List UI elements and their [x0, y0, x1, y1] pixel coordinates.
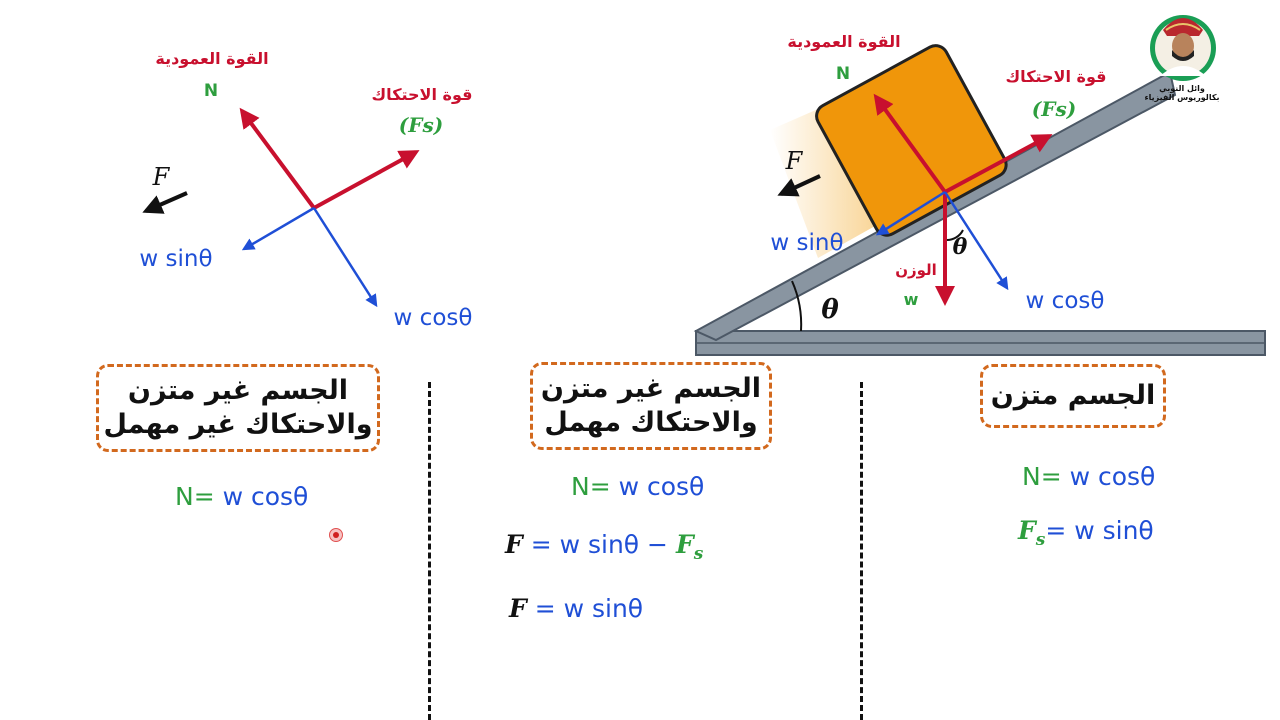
eq-force-frictionless: F = w sinθ — [509, 594, 644, 623]
eq-equilibrium-normal: N= w cosθ — [1022, 462, 1156, 491]
incline-weight-symbol: w — [904, 290, 919, 309]
presenter-name-line1: وائل النوبي — [1159, 84, 1205, 93]
eq-frictionless-normal: N= w cosθ — [571, 472, 705, 501]
left-normal-label-ar: القوة العمودية — [155, 49, 268, 68]
column-divider-left — [428, 382, 431, 720]
incline-friction-arrow — [944, 134, 1053, 194]
case-frictionless-title-line2: والاحتكاك مهمل — [544, 407, 758, 438]
incline-block-angle: θ — [953, 234, 968, 260]
left-friction-label-ar: قوة الاحتكاك — [372, 85, 473, 104]
incline-wcos-arrow — [943, 191, 1009, 291]
incline-force-symbol: F — [785, 147, 804, 175]
block-motion-trail — [770, 95, 900, 258]
left-force-arrow — [142, 191, 188, 214]
incline-base-angle: θ — [821, 295, 839, 325]
incline-force-arrow — [777, 174, 821, 197]
column-divider-right — [860, 382, 863, 720]
left-normal-arrow — [239, 107, 316, 210]
block-angle-arc — [945, 229, 964, 241]
incline-friction-symbol: (Fs) — [1032, 97, 1076, 121]
incline-normal-label-ar: القوة العمودية — [787, 32, 900, 51]
case-nonequilibrium-frictionless-box: الجسم غير متزن والاحتكاك مهمل — [530, 362, 772, 450]
incline-weight-label-ar: الوزن — [895, 261, 937, 279]
presenter-name-line2: بكالوريوس الفيزياء — [1144, 93, 1220, 102]
base-angle-arc — [791, 280, 803, 332]
incline-diagram: القوة العمودية N قوة الاحتكاك (Fs) F w s… — [693, 32, 1266, 356]
eq-force-with-friction: F = w sinθ − Fs — [505, 530, 704, 564]
left-wsin-arrow — [241, 206, 315, 251]
left-wcos-arrow — [312, 207, 378, 308]
case-friction-title-line1: الجسم غير متزن — [127, 375, 349, 406]
left-free-body-diagram: القوة العمودية N قوة الاحتكاك (Fs) F w s… — [139, 49, 472, 331]
left-wsin-label: w sinθ — [139, 246, 212, 272]
incline-normal-arrow — [873, 93, 947, 194]
incline-wsin-arrow — [875, 190, 946, 236]
case-equilibrium-title: الجسم متزن — [990, 380, 1156, 411]
left-friction-symbol: (Fs) — [399, 113, 443, 137]
incline-wsin-label: w sinθ — [770, 230, 843, 256]
case-nonequilibrium-friction-box: الجسم غير متزن والاحتكاك غير مهمل — [96, 364, 380, 452]
incline-normal-symbol: N — [836, 64, 850, 84]
left-force-symbol: F — [152, 163, 171, 191]
incline-friction-label-ar: قوة الاحتكاك — [1006, 67, 1107, 86]
cursor-pointer — [329, 528, 343, 542]
case-frictionless-title-line1: الجسم غير متزن — [540, 373, 762, 404]
eq-friction-normal: N= w cosθ — [175, 482, 309, 511]
left-wcos-label: w cosθ — [394, 305, 473, 331]
presenter-avatar — [1150, 15, 1216, 81]
case-equilibrium-box: الجسم متزن — [980, 364, 1166, 428]
incline-wcos-label: w cosθ — [1026, 288, 1105, 314]
left-friction-arrow — [313, 150, 420, 210]
eq-equilibrium-friction: Fs= w sinθ — [1018, 516, 1154, 550]
case-friction-title-line2: والاحتكاك غير مهمل — [103, 409, 373, 440]
left-normal-symbol: N — [204, 81, 218, 101]
